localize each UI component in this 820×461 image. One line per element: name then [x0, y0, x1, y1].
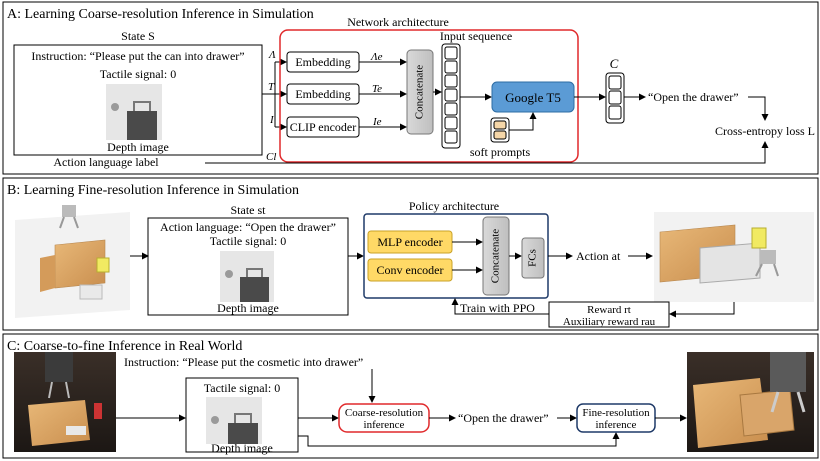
action-language-label: Action language label [53, 155, 159, 169]
panel-b: B: Learning Fine-resolution Inference in… [2, 177, 819, 331]
clip-encoder-label: CLIP encoder [290, 120, 357, 134]
real-scene-photo-end [687, 352, 814, 452]
output-sequence [605, 72, 625, 124]
embedding-label-1: Embedding [295, 55, 350, 69]
action-at-label: Action at [576, 249, 621, 263]
network-box [279, 29, 579, 163]
tactile-text-b: Tactile signal: 0 [210, 234, 286, 248]
panel-c-title: C: Coarse-to-fine Inference in Real Worl… [7, 339, 242, 354]
instruction-text: Instruction: “Please put the can into dr… [31, 49, 244, 63]
sym-t-e: Te [372, 83, 382, 95]
concatenate-label: Concatenate [414, 65, 426, 119]
output-c-symbol: C [610, 56, 619, 71]
embedding-label-2: Embedding [295, 87, 350, 101]
sym-i-e: Ie [372, 116, 382, 128]
sym-cl: Cl [266, 151, 276, 163]
sym-t: T [268, 81, 275, 93]
fcs-box [521, 237, 545, 279]
fine-inference-label-line1: Fine-resolution [582, 407, 650, 419]
tactile-text-c: Tactile signal: 0 [204, 381, 280, 395]
concatenate-label-b: Concatenate [490, 229, 502, 283]
coarse-inference-label-line2: inference [364, 419, 405, 431]
action-language-text: Action language: “Open the drawer” [160, 220, 336, 234]
output-text-c: “Open the drawer” [458, 411, 549, 425]
aux-reward-label: Auxiliary reward rau [563, 316, 656, 328]
fcs-label: FCs [527, 249, 539, 267]
real-scene-photo-start [14, 352, 116, 452]
depth-image-b [220, 251, 274, 302]
policy-label: Policy architecture [409, 199, 499, 213]
cross-entropy-loss: Cross-entropy loss L [715, 124, 815, 138]
sym-lambda: Λ [268, 49, 276, 61]
depth-label-c: Depth image [211, 441, 273, 455]
fine-inference-label-line2: inference [596, 419, 637, 431]
state-st-label: State st [231, 203, 267, 217]
sym-lambda-e: Λe [370, 51, 383, 63]
reward-label: Reward rt [587, 304, 631, 316]
tactile-text: Tactile signal: 0 [100, 67, 176, 81]
sim-scene-image-end [654, 212, 814, 302]
panel-b-border [2, 177, 819, 331]
sim-scene-image-start [15, 205, 130, 318]
depth-image [106, 84, 162, 140]
state-st-box [147, 217, 349, 316]
panel-a-title: A: Learning Coarse-resolution Inference … [7, 7, 314, 22]
reward-box [548, 301, 670, 328]
state-label: State S [121, 29, 155, 43]
panel-b-title: B: Learning Fine-resolution Inference in… [7, 183, 299, 198]
depth-image-c [206, 397, 262, 444]
sym-i: I [269, 114, 275, 126]
panel-c: C: Coarse-to-fine Inference in Real Worl… [2, 333, 819, 459]
mlp-encoder-label: MLP encoder [377, 235, 442, 249]
depth-label: Depth image [107, 140, 169, 154]
state-box-c [185, 377, 299, 453]
panel-a-border [2, 1, 819, 175]
input-sequence-label: Input sequence [440, 29, 512, 43]
network-label: Network architecture [347, 15, 449, 29]
coarse-inference-label-line1: Coarse-resolution [345, 407, 424, 419]
google-t5-label: Google T5 [505, 90, 561, 105]
state-box [13, 44, 263, 156]
soft-prompts-block [490, 117, 510, 143]
conv-encoder-label: Conv encoder [377, 263, 444, 277]
train-ppo-label: Train with PPO [460, 301, 535, 315]
depth-label-b: Depth image [217, 301, 279, 315]
soft-prompts-label: soft prompts [470, 145, 531, 159]
panel-c-border [2, 333, 819, 459]
panel-a: A: Learning Coarse-resolution Inference … [2, 1, 819, 175]
input-sequence [441, 43, 461, 149]
output-text: “Open the drawer” [648, 90, 739, 104]
instruction-text-c: Instruction: “Please put the cosmetic in… [124, 355, 363, 369]
